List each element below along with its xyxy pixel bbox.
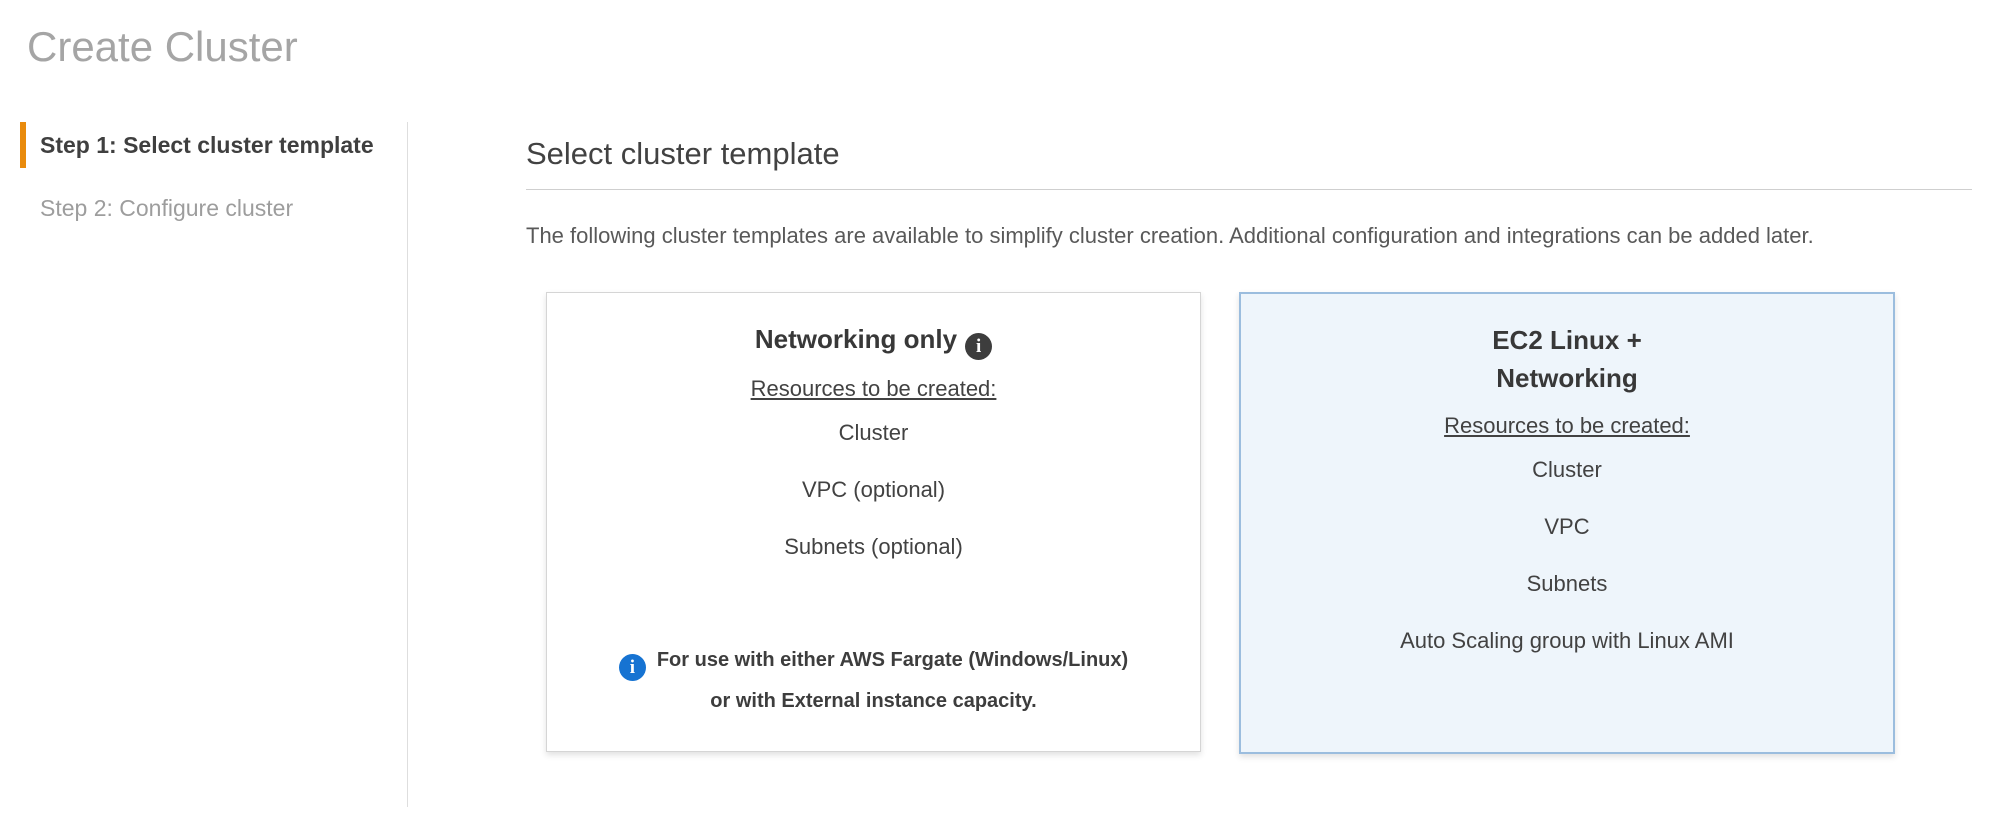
card-note: i For use with either AWS Fargate (Window… [547, 640, 1200, 721]
card-note-text-1: For use with either AWS Fargate (Windows… [656, 649, 1129, 671]
card-title: Networking only i [547, 320, 1200, 360]
resource-item: VPC (optional) [801, 477, 946, 502]
content-row: Step 1: Select cluster template Step 2: … [0, 122, 1999, 807]
resource-item: Cluster [838, 420, 909, 445]
info-icon-blue: i [618, 654, 646, 681]
template-cards: Networking only i Resources to be created… [546, 292, 1972, 754]
card-title-text: Networking only [754, 324, 958, 354]
step-2-configure-cluster: Step 2: Configure cluster [20, 185, 407, 231]
card-title-line-1: EC2 Linux + [1492, 325, 1642, 355]
info-icon[interactable]: i [965, 333, 993, 360]
step-1-label: Step 1: Select cluster template [40, 132, 374, 158]
heading-divider [526, 189, 1972, 190]
wizard-steps-sidebar: Step 1: Select cluster template Step 2: … [0, 122, 408, 807]
card-note-line-2: or with External instance capacity. [710, 690, 1037, 712]
template-card-networking-only[interactable]: Networking only i Resources to be created… [546, 292, 1201, 752]
card-title: EC2 Linux + Networking [1241, 321, 1893, 397]
resource-list: Cluster VPC Subnets Auto Scaling group w… [1241, 457, 1893, 654]
card-title-line-2: Networking [1496, 363, 1638, 393]
card-note-line-1: i For use with either AWS Fargate (Window… [547, 640, 1200, 681]
resource-item: VPC [1544, 514, 1590, 539]
resources-label: Resources to be created: [1444, 413, 1690, 438]
resource-item: Subnets [1526, 571, 1608, 596]
page-title: Create Cluster [27, 23, 298, 70]
resources-label: Resources to be created: [750, 376, 997, 401]
resource-item: Auto Scaling group with Linux AMI [1400, 628, 1734, 653]
section-heading: Select cluster template [526, 136, 840, 171]
resource-item: Subnets (optional) [784, 534, 963, 559]
resource-item: Cluster [1532, 457, 1602, 482]
section-description: The following cluster templates are avai… [526, 223, 1814, 248]
resource-list: Cluster VPC (optional) Subnets (optional… [547, 420, 1200, 560]
step-1-select-cluster-template[interactable]: Step 1: Select cluster template [20, 122, 407, 168]
template-card-ec2-linux-networking[interactable]: EC2 Linux + Networking Resources to be c… [1239, 292, 1895, 754]
step-2-label: Step 2: Configure cluster [40, 195, 294, 221]
main-content: Select cluster template The following cl… [408, 122, 1999, 807]
